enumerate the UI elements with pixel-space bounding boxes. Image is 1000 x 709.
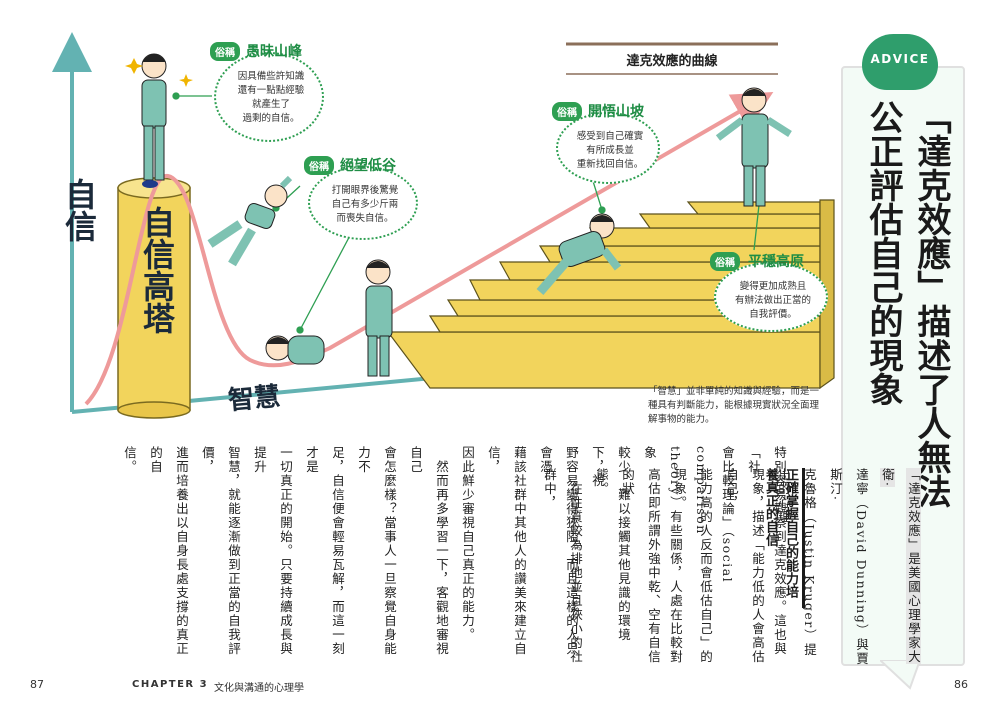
callout-line: 而喪失自信。 bbox=[336, 213, 394, 224]
body-line: 「達克效應」是美國心理學家大衛· bbox=[880, 468, 921, 664]
callout-line: 重新找回自信。 bbox=[576, 159, 644, 170]
body-line: 現象，描述「能力低的人會高估自己， bbox=[724, 468, 765, 664]
callout-line: 有所成長並 bbox=[586, 145, 634, 156]
body-line: 態。 bbox=[594, 468, 609, 496]
body-line: theory）有些關係，人處在比較對象 bbox=[642, 446, 683, 665]
advice-panel bbox=[841, 66, 965, 666]
man-crouching-figure bbox=[265, 335, 325, 365]
panel-tail bbox=[880, 660, 920, 690]
body-line: 智慧，就能逐漸做到正當的自我評價， bbox=[200, 446, 241, 656]
wisdom-note: 「智慧」並非單純的知識與經驗，而是一種具有判斷能力，能根據現實狀況全面理解事物的… bbox=[648, 386, 820, 425]
callout-line: 因具備些許知識 bbox=[237, 71, 305, 82]
callout-mt-stupid: 俗稱 愚昧山峰 因具備些許知識 還有一點點經驗 就產生了 過剩的自信。 bbox=[210, 42, 324, 142]
body-column-left: 特別容易觀察到達克效應。這也與「社 會比較理論」（social comparis… bbox=[116, 446, 792, 668]
man-falling-figure bbox=[207, 175, 293, 267]
body-line: 能力高的人反而會低估自己」的現象。 bbox=[672, 468, 713, 664]
body-line: 較少、難以接觸其他見識的環境下，視 bbox=[590, 446, 631, 642]
advice-badge-label: ADVICE bbox=[870, 52, 930, 66]
body-line: 野容易變得狹隘。而且這樣的人只會憑 bbox=[538, 446, 579, 656]
left-page-number: 87 bbox=[30, 678, 44, 691]
body-column-right: 「達克效應」是美國心理學家大衛· 達寧（David Dunning）與賈斯汀· … bbox=[536, 468, 926, 668]
body-line: 然而再多學習一下，客觀地審視自己 bbox=[408, 446, 449, 656]
man-climbing-figure bbox=[536, 213, 622, 295]
body-line: 會比較理論」（social comparison bbox=[694, 446, 735, 584]
callout-title: 平穩高原 bbox=[748, 254, 804, 270]
dunning-kruger-curve bbox=[84, 91, 774, 406]
body-line: 會怎麼樣？當事人一旦察覺自身能力不 bbox=[356, 446, 397, 656]
confidence-tower bbox=[117, 177, 191, 419]
body-line: 特別容易觀察到達克效應。這也與「社 bbox=[746, 446, 787, 656]
man-peak-figure bbox=[141, 53, 167, 188]
advice-badge bbox=[862, 34, 938, 90]
body-line: 進而培養出以自身長處支撐的真正的自 bbox=[148, 446, 189, 656]
callout-plateau-of-sustainability: 俗稱 平穩高原 變得更加成熟且 有辦法做出正當的 自我評價。 bbox=[710, 252, 828, 332]
chapter-label: CHAPTER 3 bbox=[132, 679, 209, 690]
body-line: 達寧（David Dunning）與賈斯汀· bbox=[828, 468, 869, 667]
chapter-title: 文化與溝通的心理學 bbox=[214, 683, 304, 694]
right-page-number: 86 bbox=[954, 678, 968, 691]
callout-tag: 俗稱 bbox=[552, 102, 582, 121]
callout-valley-of-despair: 俗稱 絕望低谷 打開眼界後驚覺 自己有多少斤兩 而喪失自信。 bbox=[304, 156, 418, 240]
tower-label: 自信高塔 bbox=[138, 206, 176, 334]
section-subhead: 正確掌握自己的能力培養真正的自信 bbox=[756, 468, 805, 608]
sparkle-icon bbox=[125, 58, 193, 87]
body-line: 因此鮮少審視自己真正的能力。 bbox=[460, 446, 475, 642]
callout-title: 開悟山坡 bbox=[588, 104, 644, 120]
callout-tag: 俗稱 bbox=[710, 252, 740, 271]
body-line: 一切真正的開始。只要持續成長與提升 bbox=[252, 446, 293, 656]
callout-slope-of-enlightenment: 俗稱 開悟山坡 感受到自己確實 有所成長並 重新找回自信。 bbox=[552, 102, 660, 184]
callout-title: 愚昧山峰 bbox=[246, 44, 302, 60]
body-line: 克魯格（Justin Kruger）提出的心理 bbox=[776, 468, 817, 657]
man-standing-figure bbox=[365, 259, 393, 377]
y-axis-label: 自信 bbox=[60, 178, 98, 242]
callout-line: 自我評價。 bbox=[749, 309, 797, 320]
callout-line: 過剩的自信。 bbox=[242, 113, 300, 124]
body-line: 藉該社群中其他人的讚美來建立自信， bbox=[486, 446, 527, 656]
x-axis-label: 智慧 bbox=[227, 381, 282, 417]
body-line: 在性質較為排他並且狹小的社群中， bbox=[542, 468, 583, 664]
callout-line: 自己有多少斤兩 bbox=[331, 199, 399, 210]
callout-line: 有辦法做出正當的 bbox=[734, 295, 811, 306]
callout-line: 打開眼界後驚覺 bbox=[331, 185, 399, 196]
man-plateau-figure bbox=[715, 87, 792, 207]
callout-tag: 俗稱 bbox=[304, 156, 334, 175]
callout-line: 變得更加成熟且 bbox=[739, 281, 807, 292]
callout-title: 絕望低谷 bbox=[340, 158, 396, 174]
body-line: 足，自信便會輕易瓦解，而這一刻才是 bbox=[304, 446, 345, 656]
curve-title: 達克效應的曲線 bbox=[626, 54, 718, 69]
body-line: 信。 bbox=[122, 446, 137, 474]
callout-line: 還有一點點經驗 bbox=[237, 85, 305, 96]
callout-line: 就產生了 bbox=[251, 99, 290, 110]
callout-tag: 俗稱 bbox=[210, 42, 240, 61]
body-line: 高估即所謂外強中乾、空有自信的狀 bbox=[620, 468, 661, 664]
callout-line: 感受到自己確實 bbox=[576, 131, 644, 142]
page-title: 「達克效應」描述了人無法公正評估自己的現象 bbox=[863, 100, 951, 508]
